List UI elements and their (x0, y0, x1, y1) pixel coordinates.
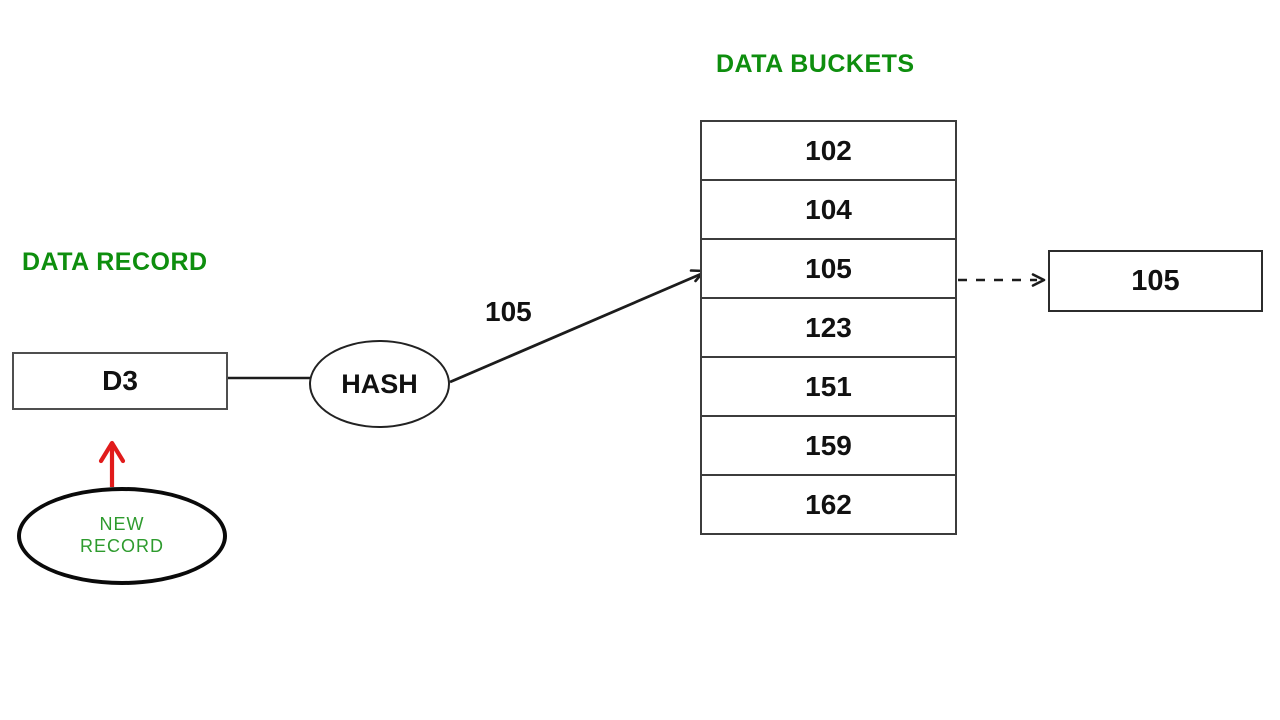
bucket-row-151: 151 (702, 356, 955, 415)
data-record-label: DATA RECORD (22, 248, 208, 276)
hash-output-label: 105 (485, 296, 532, 327)
new-record-label-line1: NEW (99, 514, 145, 535)
result-record-box: 105 (1048, 250, 1263, 312)
bucket-row-104: 104 (702, 179, 955, 238)
data-record-value: D3 (102, 365, 138, 396)
new-record-ellipse: NEW RECORD (17, 487, 227, 585)
result-record-value: 105 (1131, 264, 1180, 297)
hash-function-ellipse: HASH (309, 340, 450, 428)
bucket-row-123: 123 (702, 297, 955, 356)
new-record-arrowhead (98, 440, 126, 464)
data-record-box: D3 (12, 352, 228, 410)
bucket-to-result-arrowhead (1031, 273, 1046, 287)
bucket-row-105: 105 (702, 238, 955, 297)
data-buckets-title: DATA BUCKETS (716, 50, 915, 78)
bucket-row-102: 102 (805, 134, 852, 166)
new-record-label-line2: RECORD (79, 536, 164, 556)
hash-to-bucket-line (449, 272, 702, 384)
hash-function-label: HASH (341, 368, 418, 399)
bucket-row-162: 162 (702, 474, 955, 533)
bucket-row-159: 159 (702, 415, 955, 474)
data-buckets-table: 102 104 105 123 151 159 162 (700, 120, 957, 535)
